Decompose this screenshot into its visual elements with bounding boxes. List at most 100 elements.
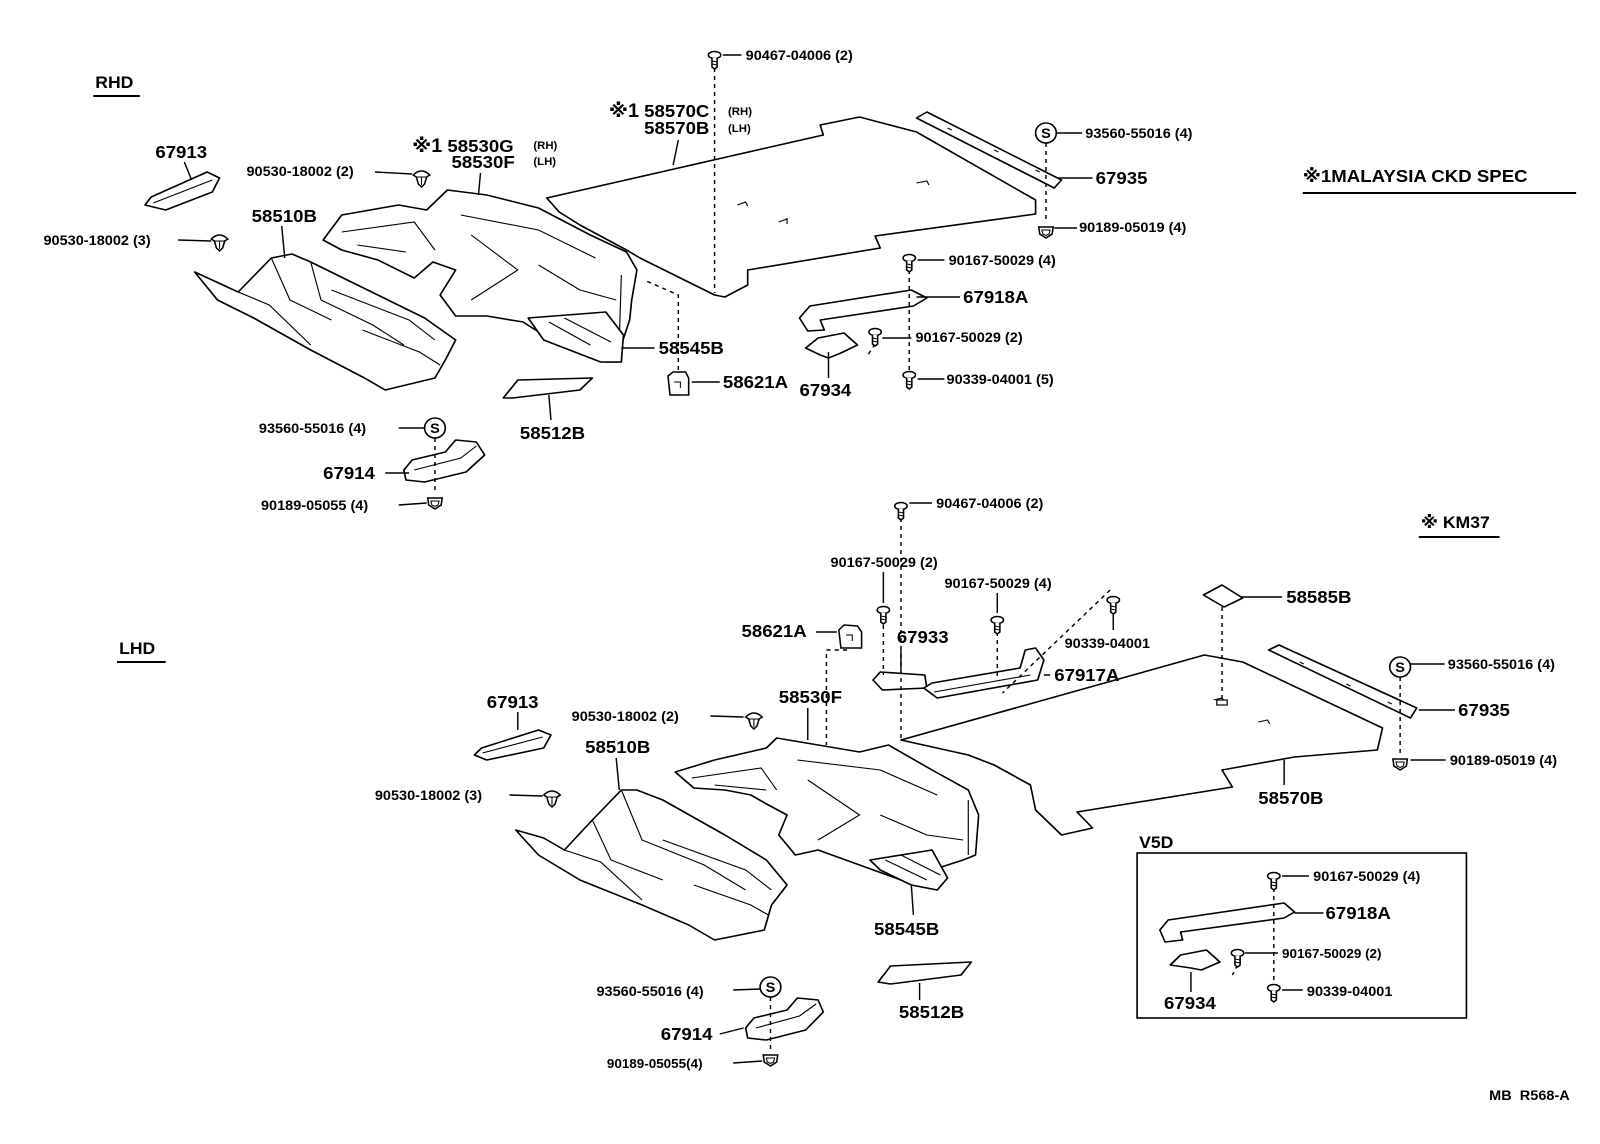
- label-58570b-side: (LH): [728, 123, 751, 135]
- label-90467-04006: 90467-04006 (2): [936, 496, 1043, 512]
- washer-s-icon: S: [1388, 656, 1412, 678]
- label-67918a: 67918A: [963, 286, 1028, 307]
- strip-67935: [915, 111, 1063, 189]
- label-58570b: 58570B: [644, 117, 709, 138]
- screw-icon: [1266, 871, 1281, 891]
- washer-s-letter: S: [1395, 660, 1405, 676]
- bracket-67918a: [798, 289, 928, 332]
- label-67933: 67933: [897, 626, 949, 647]
- screw-icon: [1106, 595, 1121, 615]
- label-58570b: 58570B: [1258, 787, 1323, 808]
- nut-icon: [1037, 226, 1054, 239]
- label-90339-04001: 90339-04001 (5): [947, 372, 1054, 388]
- bracket-67914: [744, 997, 825, 1041]
- label-58530f: 58530F: [452, 151, 515, 172]
- label-58570c-side: (RH): [728, 106, 752, 118]
- label-90530-18002-3: 90530-18002 (3): [43, 233, 150, 249]
- label-90167-50029-4: 90167-50029 (4): [949, 253, 1056, 269]
- bracket-67934: [1169, 949, 1221, 971]
- nut-icon: [426, 497, 443, 510]
- bracket-67933: [872, 671, 928, 691]
- clip-icon: [412, 170, 431, 188]
- bracket-67914-edge: [414, 445, 477, 471]
- label-93560-55016: 93560-55016 (4): [1448, 657, 1555, 673]
- label-67914: 67914: [323, 462, 376, 483]
- label-58585b: 58585B: [1286, 586, 1351, 607]
- bracket-67918a: [1159, 902, 1296, 943]
- bracket-67913-edge: [153, 179, 213, 204]
- front-floor-panel-58530f: [674, 737, 980, 881]
- rear-floor-mat-marks: [737, 180, 930, 224]
- washer-s-letter: S: [1041, 126, 1051, 142]
- bracket-67914: [403, 439, 486, 483]
- washer-s-letter: S: [766, 980, 776, 996]
- clip-icon: [210, 234, 229, 252]
- malaysia-spec-note: ※1MALAYSIA CKD SPEC: [1303, 165, 1528, 186]
- rhd-section: RHD: [43, 48, 1192, 514]
- label-67914: 67914: [661, 1023, 714, 1044]
- screw-icon: [893, 501, 908, 521]
- pad-58545b: [869, 849, 949, 891]
- label-90189-05019: 90189-05019 (4): [1450, 753, 1557, 769]
- rear-floor-mat-58570c: [545, 116, 1037, 298]
- label-90189-05055: 90189-05055(4): [607, 1056, 703, 1071]
- lhd-dashed-guides: [769, 518, 1401, 1050]
- label-93560-55016: 93560-55016 (4): [259, 421, 366, 437]
- label-93560-55016: 93560-55016 (4): [1085, 126, 1192, 142]
- label-58510b: 58510B: [585, 736, 650, 757]
- label-90467-04006: 90467-04006 (2): [746, 48, 853, 64]
- label-58621a: 58621A: [741, 620, 806, 641]
- strip-67935: [1267, 644, 1418, 719]
- label-58512b: 58512B: [899, 1001, 964, 1022]
- label-67913: 67913: [155, 141, 207, 162]
- screw-icon: [876, 605, 891, 625]
- washer-s-icon: S: [423, 417, 447, 439]
- bracket-67934: [804, 332, 859, 359]
- rear-floor-mat-58570b: [900, 654, 1384, 836]
- label-93560-55016: 93560-55016 (4): [597, 984, 704, 1000]
- mat-hole-marker: [1216, 699, 1228, 706]
- v5d-dashed-guides: [1231, 888, 1275, 982]
- label-spec-mark: ※1: [609, 100, 639, 122]
- label-spec-mark: ※1: [412, 135, 442, 157]
- label-90339-04001: 90339-04001: [1307, 984, 1393, 1000]
- label-90167-50029-2: 90167-50029 (2): [1282, 946, 1381, 961]
- label-67934: 67934: [799, 379, 852, 400]
- screw-icon: [902, 253, 917, 273]
- label-58530g-side: (RH): [533, 140, 557, 152]
- label-67935: 67935: [1458, 699, 1510, 720]
- strip-67935-holes: [947, 127, 1040, 173]
- label-90530-18002-3: 90530-18002 (3): [375, 788, 482, 804]
- label-90339-04001: 90339-04001: [1065, 636, 1151, 652]
- strip-67935-holes: [1299, 661, 1393, 705]
- label-58621a: 58621A: [723, 371, 788, 392]
- label-67934: 67934: [1164, 992, 1217, 1013]
- washer-s-icon: S: [759, 976, 782, 998]
- floor-panel-58510b: [193, 253, 457, 391]
- rhd-heading: RHD: [95, 72, 133, 92]
- label-90530-18002-2: 90530-18002 (2): [246, 164, 353, 180]
- label-90189-05055: 90189-05055 (4): [261, 498, 368, 514]
- screw-icon: [990, 615, 1005, 635]
- floor-panel-58510b-ribs: [237, 257, 441, 366]
- screw-icon: [1230, 948, 1245, 968]
- nut-icon: [1392, 758, 1409, 771]
- label-90167-50029-4: 90167-50029 (4): [1313, 869, 1420, 885]
- front-floor-panel-ribs: [341, 214, 622, 341]
- screw-icon: [707, 50, 722, 70]
- pad-58545b-ribs: [548, 317, 612, 346]
- screw-icon: [902, 370, 917, 390]
- diagram-code: MB R568-A: [1489, 1088, 1570, 1104]
- label-67918a: 67918A: [1326, 902, 1391, 923]
- pad-58512b: [877, 961, 973, 985]
- lhd-section: LHD ※ KM37: [117, 496, 1557, 1071]
- label-90530-18002-2: 90530-18002 (2): [572, 709, 679, 725]
- pad-58585b: [1202, 584, 1244, 608]
- label-58545b: 58545B: [659, 337, 724, 358]
- v5d-leader-lines: [1190, 875, 1324, 992]
- v5d-inset: V5D 90167-50029 (4) 67918A 90167-50029 (…: [1136, 832, 1468, 1019]
- lhd-leader-lines: [509, 502, 1456, 1064]
- label-90189-05019: 90189-05019 (4): [1079, 220, 1186, 236]
- lhd-heading: LHD: [119, 638, 155, 658]
- bracket-67917a-edge: [934, 674, 1031, 693]
